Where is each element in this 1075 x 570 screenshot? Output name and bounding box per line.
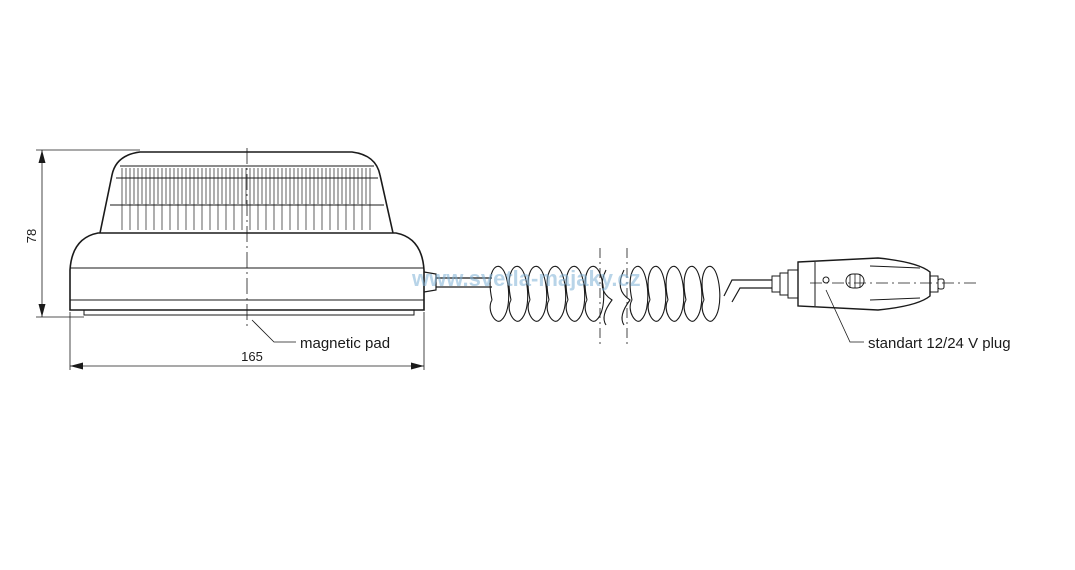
- width-dimension: 165: [69, 312, 425, 370]
- coil-section-right: [629, 265, 721, 322]
- watermark: www.svetla-majaky.cz: [411, 266, 641, 291]
- cigarette-plug: [771, 257, 978, 311]
- coil-section-left: [489, 265, 605, 322]
- width-value: 165: [241, 349, 263, 364]
- magnetic-pad-callout: magnetic pad: [251, 319, 390, 352]
- cable: [423, 248, 772, 348]
- plug-label: standart 12/24 V plug: [868, 335, 1011, 352]
- height-value: 78: [24, 229, 39, 243]
- break-marks: [599, 248, 631, 348]
- lens-ribs: [121, 168, 371, 230]
- height-dimension: 78: [24, 149, 140, 318]
- plug-callout: standart 12/24 V plug: [825, 289, 1011, 352]
- beacon-lens: [99, 151, 394, 234]
- magnetic-pad-label: magnetic pad: [300, 335, 390, 352]
